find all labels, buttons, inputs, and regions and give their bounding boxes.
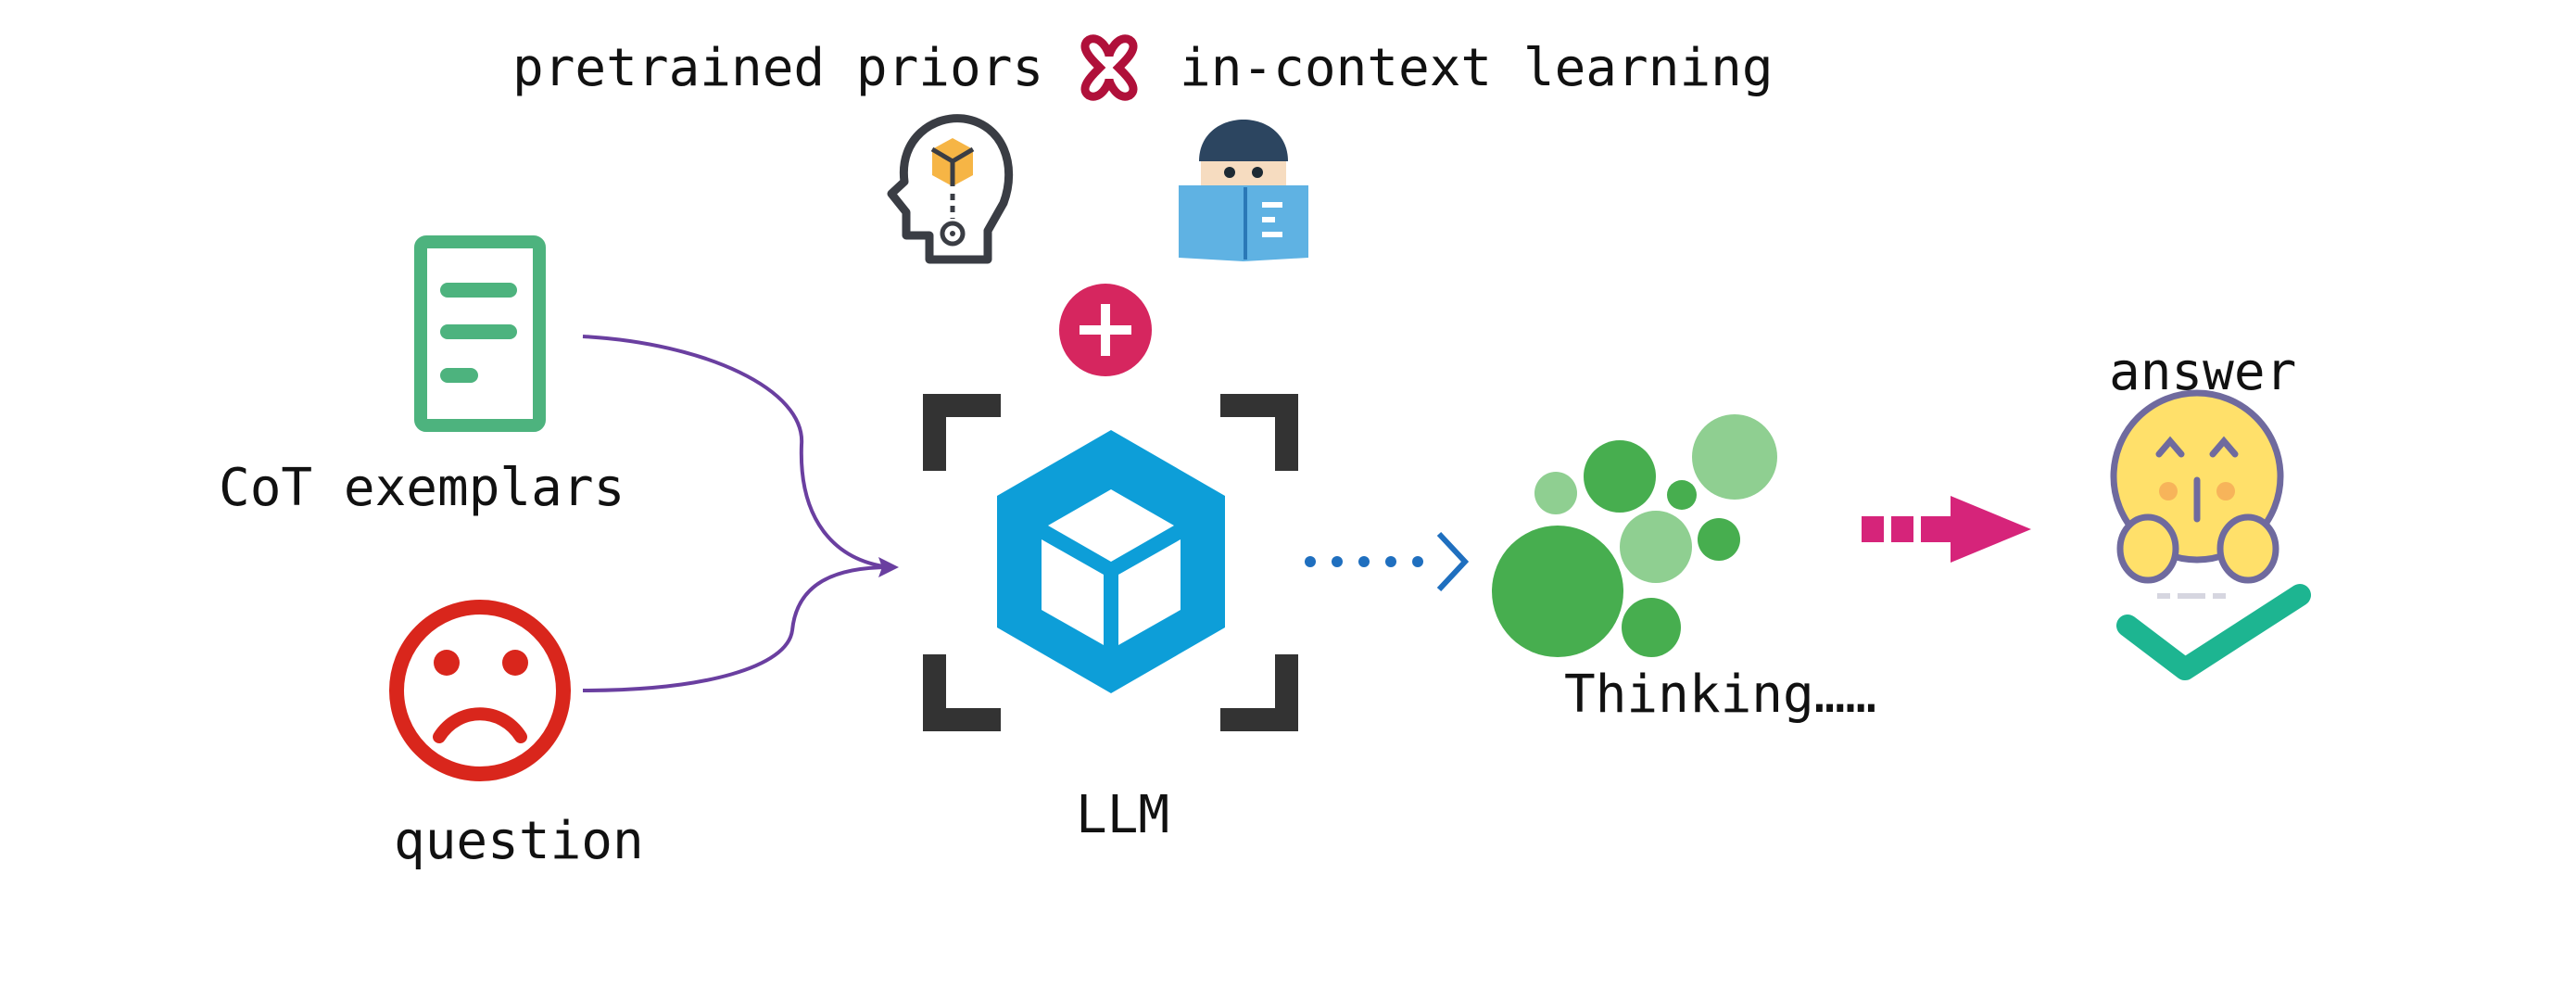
thinking-label: Thinking……: [1564, 665, 1876, 725]
reading-student-icon: [1179, 120, 1308, 261]
title-pretrained-priors: pretrained priors: [512, 38, 1043, 98]
cube-icon: [997, 430, 1225, 693]
llm-label: LLM: [1076, 785, 1169, 845]
question-label: question: [394, 811, 644, 871]
dotted-arrow-icon: [1305, 531, 1470, 592]
checkmark-icon: [2116, 584, 2311, 680]
head-brain-icon: [887, 114, 1014, 264]
llm-frame: [923, 394, 1298, 731]
sad-face-icon: [389, 600, 571, 781]
title-in-context-learning: in-context learning: [1180, 38, 1774, 98]
thinking-bubbles-icon: [1492, 414, 1777, 657]
answer-arrow-icon: [1862, 496, 2031, 563]
cross-icon: [1080, 34, 1138, 101]
shadow-dashes: [2157, 593, 2226, 599]
happy-emoji-icon: [2110, 389, 2284, 584]
plus-icon: [1059, 284, 1152, 376]
document-icon: [414, 235, 546, 432]
cot-exemplars-label: CoT exemplars: [219, 458, 625, 518]
input-flow-curves: [582, 335, 899, 692]
